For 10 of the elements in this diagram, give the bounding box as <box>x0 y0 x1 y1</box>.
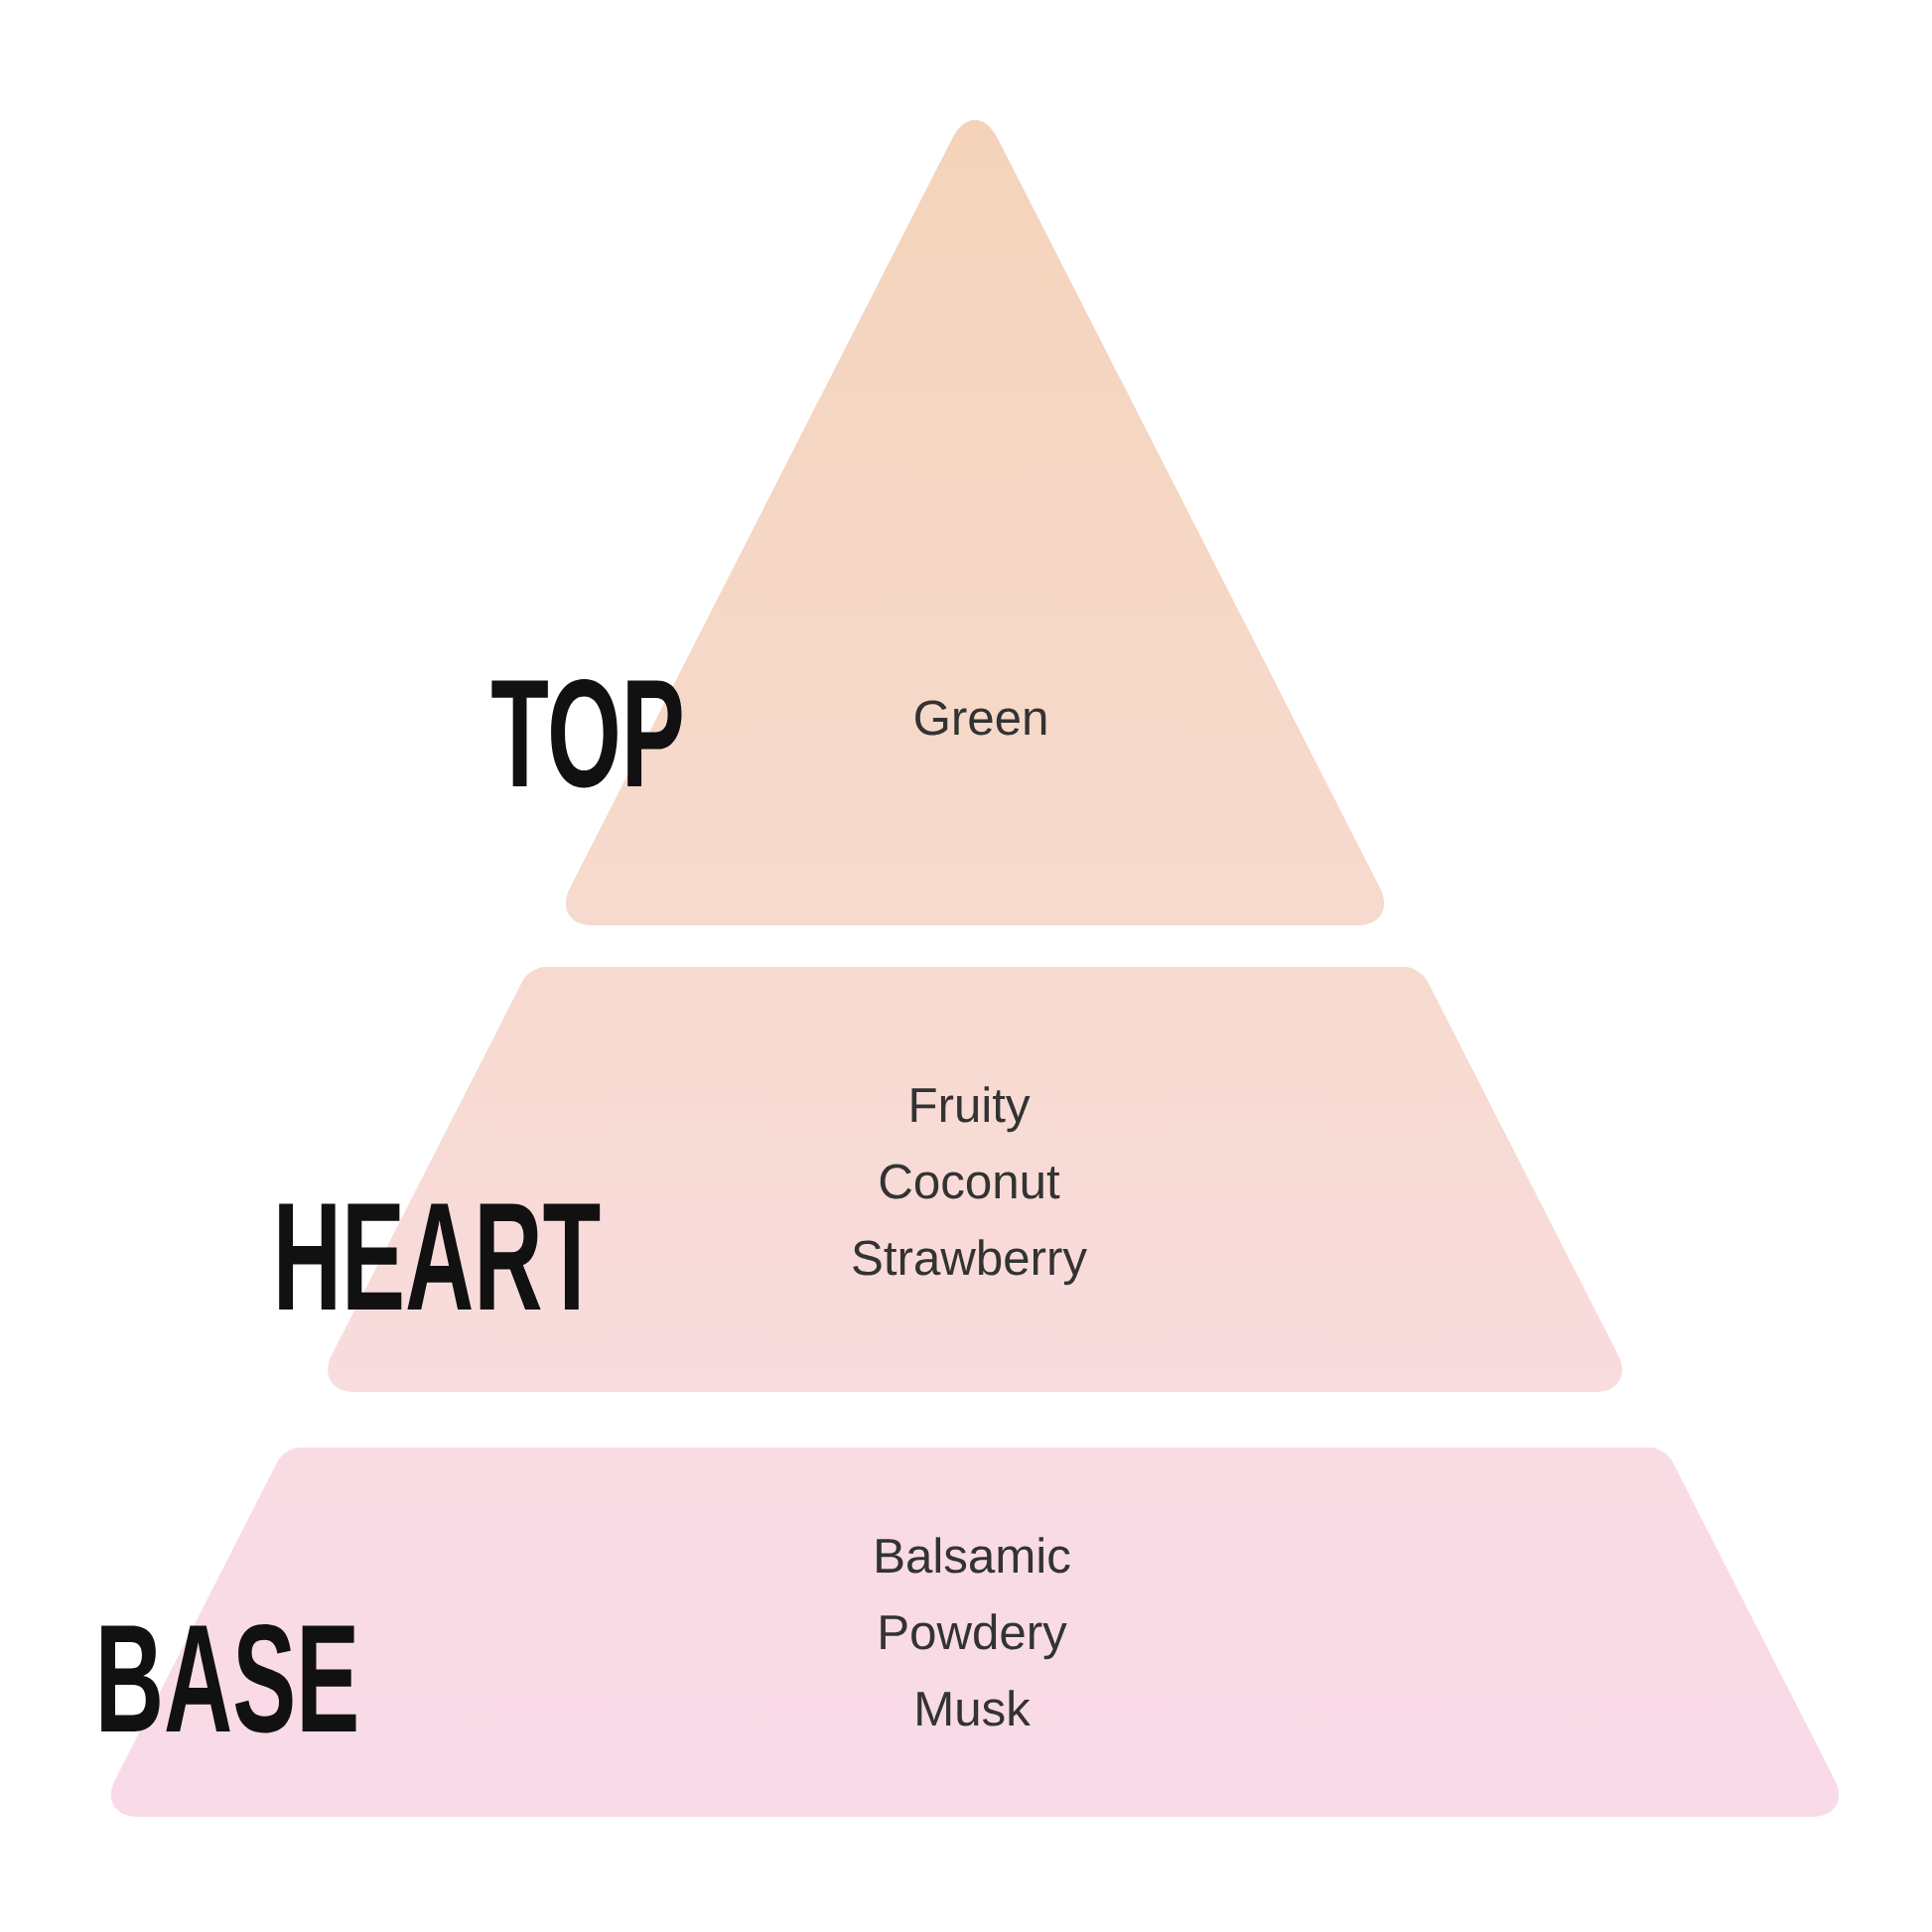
tier-label: BASE <box>101 1623 356 1733</box>
note-label: Balsamic <box>877 1537 1070 1574</box>
note-label: Coconut <box>880 1164 1060 1199</box>
note-label: Musk <box>917 1690 1031 1726</box>
note-label: Powdery <box>881 1613 1067 1660</box>
note-label: Fruity <box>911 1086 1031 1133</box>
tier-label: HEART <box>279 1203 601 1310</box>
note-label: Strawberry <box>853 1239 1087 1286</box>
note-label: Green <box>915 700 1046 736</box>
tier-label: TOP <box>491 678 682 788</box>
